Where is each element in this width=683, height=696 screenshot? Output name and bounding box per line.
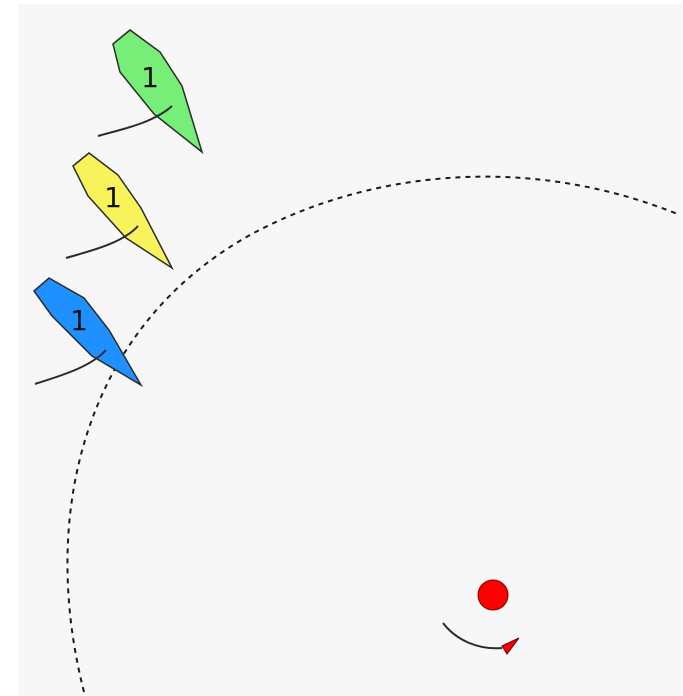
mark-buoy: [478, 580, 508, 610]
boat-number: 1: [141, 61, 159, 94]
boat-number: 1: [104, 181, 122, 214]
boat-number: 1: [70, 304, 88, 337]
